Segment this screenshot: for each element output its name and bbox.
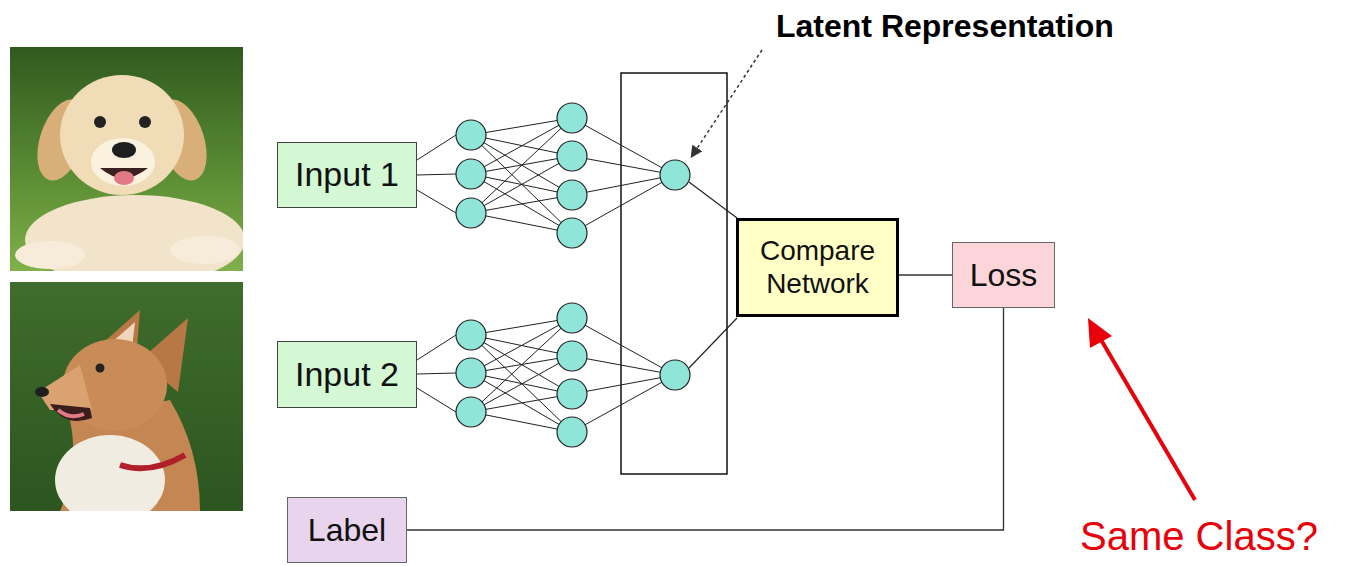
connector-line [899, 274, 952, 275]
illustration-part [572, 318, 675, 375]
illustration-part [471, 335, 572, 432]
node-label: Loss [970, 257, 1038, 294]
illustration-part [417, 335, 456, 360]
illustration-part [471, 156, 572, 213]
node-label: Input 1 [295, 155, 399, 194]
illustration-part [456, 159, 486, 189]
illustration-part [60, 75, 184, 195]
illustration-part [572, 356, 675, 375]
illustration-part [114, 171, 134, 185]
input-box: Input 2 [277, 341, 417, 408]
illustration-part [120, 455, 185, 468]
illustration-part [139, 116, 151, 128]
illustration-part [456, 358, 486, 388]
neural-network [417, 103, 690, 248]
illustration-part [456, 198, 486, 228]
illustration-part [55, 435, 165, 511]
pointer-arrow-head [1088, 318, 1112, 348]
illustration-part [456, 397, 486, 427]
illustration-part [417, 388, 456, 412]
question-label: Same Class? [1080, 514, 1318, 559]
illustration-part [417, 174, 456, 175]
illustration-part [557, 379, 587, 409]
illustration-part [471, 373, 572, 432]
node-label: Label [308, 512, 386, 549]
illustration-part [572, 118, 675, 175]
illustration-part [456, 120, 486, 150]
illustration-part [417, 135, 456, 160]
illustration-part [557, 103, 587, 133]
latent-wire [689, 182, 737, 368]
compare-box: Compare Network [736, 218, 899, 317]
illustration-part [112, 142, 136, 158]
illustration-part [456, 320, 486, 350]
illustration-part [660, 360, 690, 390]
illustration-part [572, 175, 675, 195]
illustration-part [91, 138, 155, 186]
illustration-part [170, 236, 240, 264]
illustration-part [38, 365, 92, 410]
leader-line [692, 50, 762, 156]
illustration-part [471, 174, 572, 233]
illustration-part [572, 175, 675, 233]
callout-label: Latent Representation [776, 8, 1114, 45]
illustration-part [557, 141, 587, 171]
pointer-arrow [1100, 338, 1195, 500]
illustration-part [557, 341, 587, 371]
input-box: Input 1 [277, 142, 417, 208]
neural-network [417, 303, 690, 447]
illustration-part [417, 373, 456, 374]
illustration-part [572, 156, 675, 175]
illustration-part [572, 375, 675, 394]
node-label: Input 2 [295, 355, 399, 394]
illustration-part [572, 375, 675, 432]
loss-box: Loss [952, 242, 1055, 308]
dog-photo [10, 282, 243, 511]
illustration-part [35, 387, 49, 397]
illustration-part [96, 364, 105, 373]
label-box: Label [287, 497, 407, 563]
illustration-part [58, 410, 84, 416]
illustration-part [557, 417, 587, 447]
illustration-part [557, 218, 587, 248]
illustration-part [660, 160, 690, 190]
illustration-part [471, 356, 572, 412]
latent-block [621, 73, 727, 474]
illustration-part [94, 116, 106, 128]
illustration-part [557, 303, 587, 333]
dog-photo [10, 47, 243, 271]
node-label: Compare Network [742, 235, 893, 299]
connector-line [407, 308, 1004, 530]
illustration-part [417, 190, 456, 213]
illustration-part [50, 404, 92, 421]
illustration-part [689, 182, 737, 218]
illustration-part [689, 318, 737, 368]
illustration-part [471, 135, 572, 233]
illustration-part [557, 180, 587, 210]
illustration-part [15, 241, 85, 269]
